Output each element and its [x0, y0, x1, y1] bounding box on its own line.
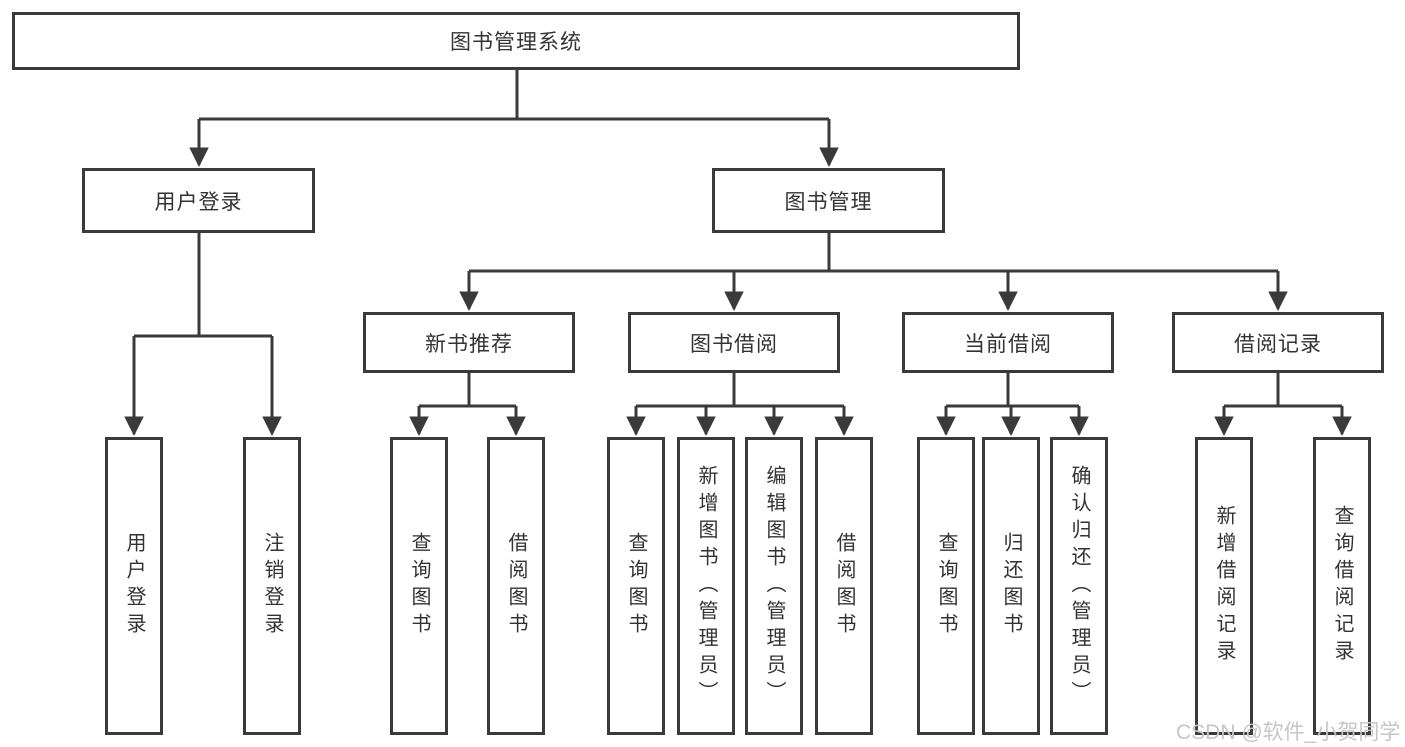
leaf-label: 用户登录 — [123, 532, 145, 640]
leaf-nb-query-books: 查询图书 — [390, 437, 448, 735]
leaf-bb-borrow-books: 借阅图书 — [815, 437, 873, 735]
leaf-logout: 注销登录 — [243, 437, 301, 735]
leaf-rec-query-borrow-record: 查询借阅记录 — [1313, 437, 1371, 735]
leaf-nb-borrow-books: 借阅图书 — [487, 437, 545, 735]
leaf-label: 编辑图书（管理员） — [763, 464, 785, 708]
watermark: CSDN @软件_小贺同学 — [1176, 721, 1401, 744]
leaf-label: 注销登录 — [261, 532, 283, 640]
node-borrow-records: 借阅记录 — [1172, 312, 1384, 373]
node-library-management-system: 图书管理系统 — [12, 12, 1020, 70]
leaf-cb-return-books: 归还图书 — [982, 437, 1040, 735]
leaf-user-login: 用户登录 — [105, 437, 163, 735]
leaf-label: 查询图书 — [408, 532, 430, 640]
leaf-rec-add-borrow-record: 新增借阅记录 — [1195, 437, 1253, 735]
leaf-label: 借阅图书 — [505, 532, 527, 640]
leaf-bb-add-books-admin: 新增图书（管理员） — [677, 437, 735, 735]
leaf-bb-query-books: 查询图书 — [607, 437, 665, 735]
leaf-label: 查询借阅记录 — [1331, 505, 1353, 667]
node-book-borrow: 图书借阅 — [628, 312, 840, 373]
leaf-label: 借阅图书 — [833, 532, 855, 640]
leaf-bb-edit-books-admin: 编辑图书（管理员） — [745, 437, 803, 735]
node-current-borrow: 当前借阅 — [902, 312, 1114, 373]
leaf-label: 查询图书 — [625, 532, 647, 640]
node-new-book-recommend: 新书推荐 — [363, 312, 575, 373]
leaf-cb-query-books: 查询图书 — [917, 437, 975, 735]
leaf-label: 新增借阅记录 — [1213, 505, 1235, 667]
leaf-label: 归还图书 — [1000, 532, 1022, 640]
leaf-label: 新增图书（管理员） — [695, 464, 717, 708]
node-user-login-branch: 用户登录 — [82, 168, 315, 233]
node-book-management-branch: 图书管理 — [712, 168, 945, 233]
leaf-cb-confirm-return-admin: 确认归还（管理员） — [1050, 437, 1108, 735]
leaf-label: 确认归还（管理员） — [1068, 464, 1090, 708]
leaf-label: 查询图书 — [935, 532, 957, 640]
